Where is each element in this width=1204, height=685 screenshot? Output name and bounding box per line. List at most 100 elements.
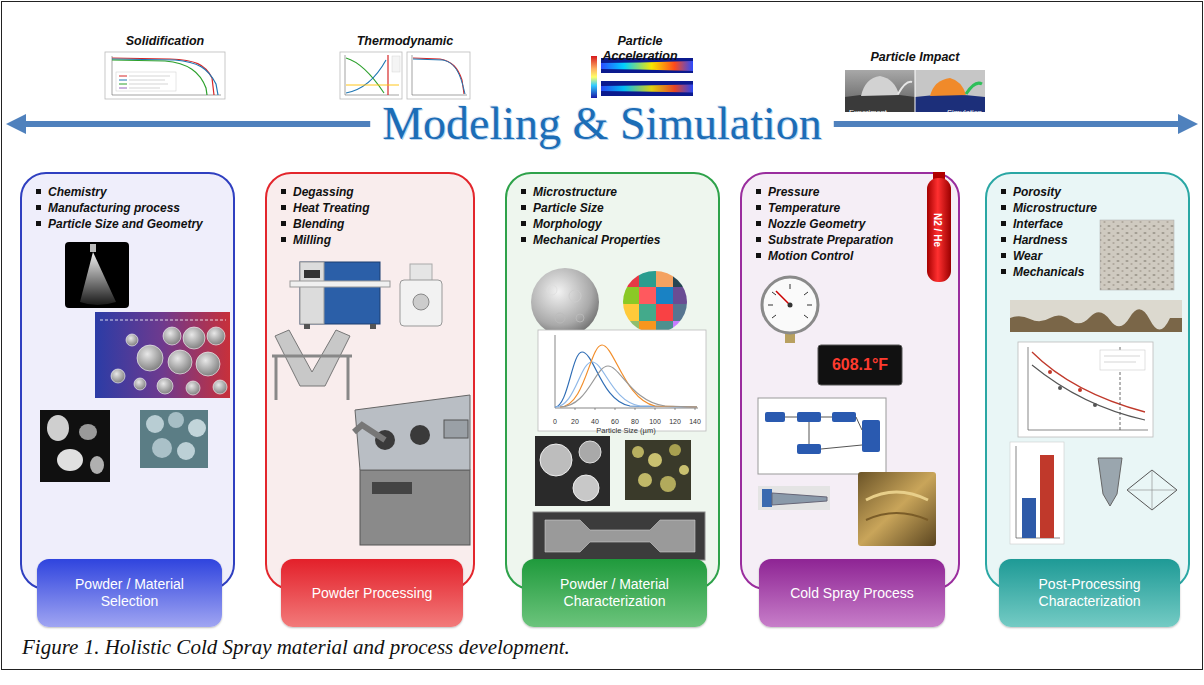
property-chart [1018, 342, 1153, 437]
bullet-marker [1001, 189, 1006, 194]
bullet-text: Wear [1013, 248, 1042, 264]
thermodynamic-chart [345, 95, 399, 96]
label-anchor: Experiment [849, 101, 887, 119]
solidification-chart [112, 95, 221, 96]
thermodynamic-chart [387, 55, 388, 95]
bullet-row: Microstructure [1001, 200, 1180, 216]
property-chart [1093, 403, 1097, 407]
arrow-shaft [24, 121, 370, 127]
bullet-marker [756, 221, 761, 226]
coating-photo [858, 472, 936, 546]
bullet-text: Blending [293, 216, 344, 232]
v-blender [275, 356, 278, 400]
temperature-display [818, 345, 902, 385]
pressure-gauge [772, 315, 776, 318]
coating-micrograph [1100, 220, 1174, 290]
bullet-marker [1001, 253, 1006, 258]
powder-particle [531, 268, 599, 336]
bullet-text: Microstructure [533, 184, 617, 200]
coating-photo [866, 513, 928, 520]
figure-title: Particle Acceleration [580, 34, 700, 64]
powder-particle [547, 285, 557, 295]
bullet-text: Microstructure [1013, 200, 1097, 216]
bullet-text: Heat Treating [293, 200, 369, 216]
figure-title: Particle Impact [838, 50, 992, 65]
wear-bar-chart [1016, 446, 1017, 538]
hardness-indenter [1098, 458, 1177, 510]
image-label: Simulation [947, 108, 982, 117]
ebsd-map [622, 270, 639, 287]
particle-micrographs [660, 476, 676, 492]
thermodynamic-chart [345, 55, 346, 95]
arrow-shaft [834, 121, 1180, 127]
v-blender [272, 355, 352, 358]
bullet-row: Heat Treating [281, 200, 465, 216]
bullet-text: Porosity [1013, 184, 1061, 200]
nozzle-photo [762, 489, 772, 507]
ebsd-map [622, 287, 639, 304]
powder-size-chart [207, 327, 225, 345]
system-schematic [785, 417, 797, 418]
bullet-row: Particle Size [521, 200, 710, 216]
powder-size-chart [111, 369, 125, 383]
caption-band: Figure 1. Holistic Cold Spray material a… [22, 634, 570, 660]
ball-mill [400, 264, 442, 326]
label-anchor: 60 [611, 410, 619, 428]
bullet-marker [756, 205, 761, 210]
label-anchor: Simulation [947, 101, 982, 119]
bullet-row: Mechanical Properties [521, 232, 710, 248]
powder-micrograph [90, 456, 104, 474]
bullet-text: Mechanicals [1013, 264, 1084, 280]
tube-furnace [304, 324, 310, 329]
acceleration-contour [601, 81, 693, 96]
property-chart [1104, 362, 1136, 363]
thermodynamic-chart [346, 60, 386, 93]
solidification-chart [105, 52, 225, 99]
stage-tab: Powder / Material Selection [37, 559, 222, 627]
bullet-text: Temperature [768, 200, 840, 216]
bullet-row: Nozzle Geometry [756, 216, 950, 232]
size-distribution-chart [675, 408, 676, 410]
bullet-row: Chemistry [36, 184, 225, 200]
hardness-indenter [1098, 458, 1122, 506]
gas-cylinder [927, 172, 951, 282]
glovebox [355, 395, 470, 470]
bullet-text: Particle Size and Geometry [48, 216, 203, 232]
bullet-list: DegassingHeat TreatingBlendingMilling [267, 174, 473, 248]
property-chart [1028, 347, 1029, 430]
thermodynamic-chart [412, 55, 413, 95]
powder-micrograph [168, 412, 184, 428]
powder-size-chart [168, 350, 192, 374]
powder-particle [576, 314, 584, 322]
stage-tab: Powder / Material Characterization [522, 559, 707, 627]
impact-comparison [930, 78, 966, 96]
glovebox [354, 425, 385, 440]
title-band: Modeling & Simulation [0, 98, 1204, 150]
powder-micrograph [40, 410, 208, 482]
bullet-text: Pressure [768, 184, 819, 200]
tube-furnace [290, 262, 390, 329]
bullet-text: Particle Size [533, 200, 604, 216]
label-anchor: N2 / He [930, 213, 948, 247]
stage-label: Powder Processing [312, 585, 433, 602]
coating-photo [858, 472, 936, 546]
label-anchor: 120 [669, 410, 681, 428]
tensile-specimen [533, 512, 705, 560]
bullet-marker [1001, 269, 1006, 274]
tube-furnace [300, 262, 380, 324]
glovebox [360, 470, 470, 545]
impact-comparison [915, 70, 916, 112]
bullet-marker [1001, 205, 1006, 210]
spray-photo [90, 244, 96, 252]
powder-size-chart [157, 378, 173, 394]
image-label: Experiment [849, 108, 887, 117]
powder-micrograph [79, 424, 97, 440]
wear-bar-chart [1010, 442, 1064, 544]
glovebox [410, 425, 430, 445]
label-anchor: 0 [553, 410, 557, 428]
powder-size-chart [95, 312, 230, 398]
figure-title: Thermodynamic [334, 34, 476, 49]
acceleration-contour [601, 85, 693, 93]
property-chart [1104, 356, 1140, 357]
ebsd-map [673, 287, 690, 304]
